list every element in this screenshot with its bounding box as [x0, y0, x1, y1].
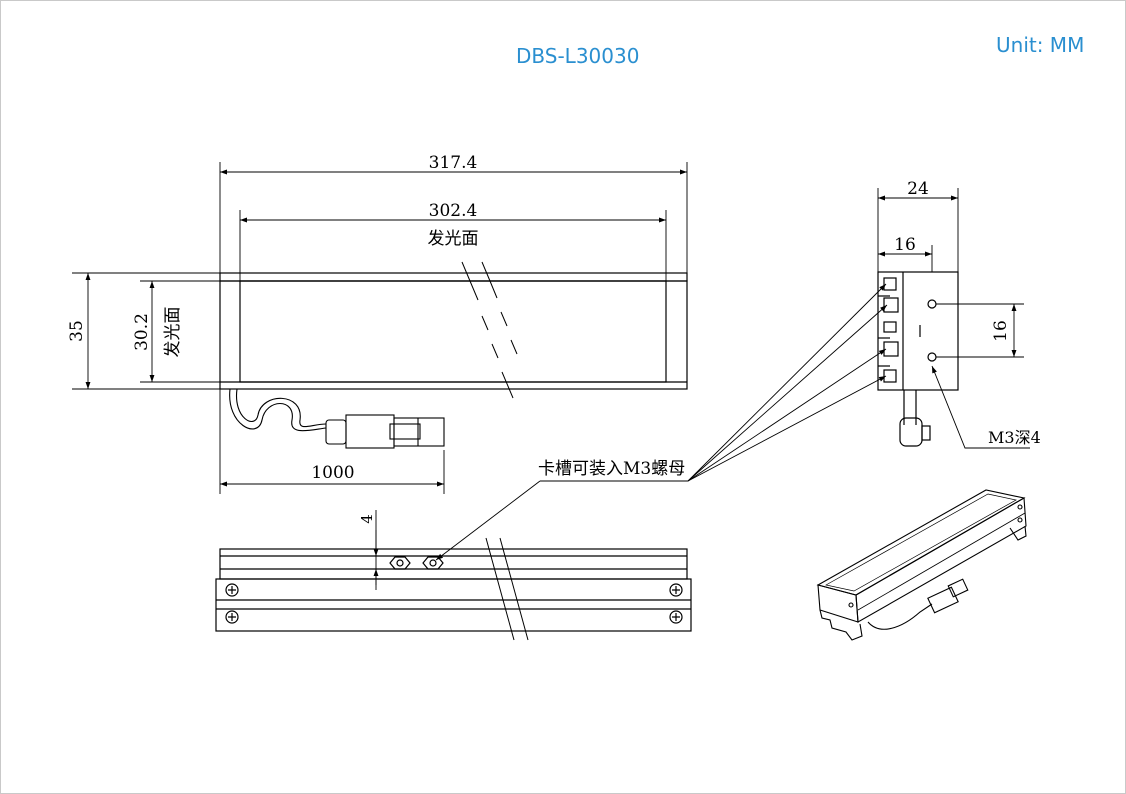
dim-emitting-length: 302.4	[429, 201, 478, 221]
connector-plug	[393, 417, 445, 447]
dim-side-width: 24	[907, 179, 929, 199]
dim-cable-length: 1000	[311, 463, 354, 483]
connector-sleeve	[325, 419, 347, 445]
emitting-label-side: 发光面	[163, 307, 183, 358]
side-view	[877, 271, 959, 447]
model-title: DBS-L30030	[516, 44, 640, 68]
dim-hole-pitch: 16	[991, 320, 1011, 342]
front-dimensions	[72, 162, 688, 494]
dim-overall-length: 317.4	[429, 153, 478, 173]
hole-spec-label: M3深4	[988, 428, 1041, 447]
unit-label: Unit: MM	[996, 33, 1085, 57]
slot-note: 卡槽可装入M3螺母	[538, 459, 685, 479]
top-view	[215, 510, 692, 641]
emitting-label-top: 发光面	[428, 229, 479, 249]
dim-emitting-height: 30.2	[132, 313, 152, 351]
slot-note-leaders	[435, 283, 888, 561]
side-dimensions	[877, 188, 1030, 449]
isometric-view	[816, 489, 1027, 641]
dim-height: 35	[67, 320, 87, 342]
cable-assembly	[229, 388, 445, 449]
connector-body	[345, 414, 395, 449]
front-view	[219, 261, 688, 399]
dim-slot-offset: 4	[358, 514, 376, 524]
dim-side-inner-width: 16	[894, 235, 916, 255]
